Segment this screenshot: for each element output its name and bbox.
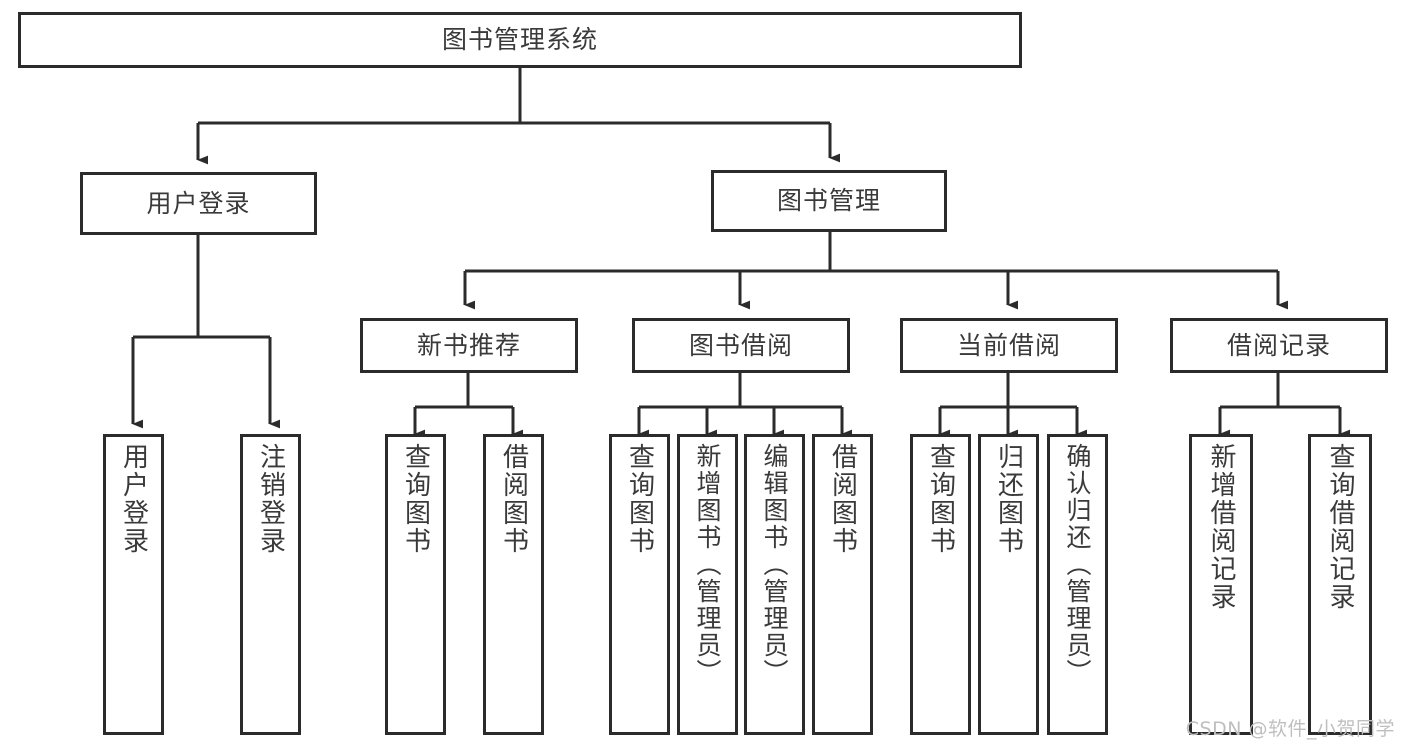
node-leaf-query-book-recommend[interactable]: 查询图书	[385, 434, 446, 735]
node-leaf-return-book[interactable]: 归还图书	[978, 434, 1039, 735]
node-root-system[interactable]: 图书管理系统	[18, 12, 1022, 68]
node-label: 借阅记录	[1226, 330, 1331, 360]
node-label: 归还图书	[993, 443, 1024, 555]
node-label: 确认归还（管理员）	[1063, 443, 1092, 686]
node-label: 借阅图书	[827, 443, 858, 555]
node-leaf-query-book-current[interactable]: 查询图书	[910, 434, 971, 735]
node-leaf-add-borrow-record[interactable]: 新增借阅记录	[1189, 434, 1253, 735]
node-label: 用户登录	[146, 188, 251, 218]
node-label: 查询图书	[624, 443, 655, 555]
node-label: 查询图书	[925, 443, 956, 555]
node-current-borrow[interactable]: 当前借阅	[900, 318, 1118, 373]
node-label: 图书管理	[776, 186, 881, 216]
node-label: 图书借阅	[688, 330, 793, 360]
node-book-borrow[interactable]: 图书借阅	[632, 318, 850, 373]
node-leaf-query-borrow-record[interactable]: 查询借阅记录	[1308, 434, 1372, 735]
node-leaf-query-book-borrow[interactable]: 查询图书	[609, 434, 670, 735]
node-label: 借阅图书	[498, 443, 529, 555]
node-label: 新增图书（管理员）	[693, 443, 722, 686]
node-leaf-borrow-book[interactable]: 借阅图书	[812, 434, 873, 735]
node-borrow-record[interactable]: 借阅记录	[1170, 318, 1388, 373]
node-user-login[interactable]: 用户登录	[80, 172, 317, 235]
node-leaf-user-login[interactable]: 用户登录	[103, 434, 164, 735]
node-label: 查询借阅记录	[1325, 443, 1355, 611]
node-label: 查询图书	[400, 443, 431, 555]
node-label: 新书推荐	[416, 330, 521, 360]
node-leaf-logout[interactable]: 注销登录	[240, 434, 301, 735]
node-label: 注销登录	[255, 443, 286, 555]
node-label: 用户登录	[118, 443, 149, 555]
node-new-book-recommend[interactable]: 新书推荐	[360, 318, 578, 373]
node-label: 图书管理系统	[441, 25, 598, 55]
node-label: 编辑图书（管理员）	[760, 443, 789, 686]
node-label: 新增借阅记录	[1206, 443, 1236, 611]
node-leaf-borrow-book-recommend[interactable]: 借阅图书	[483, 434, 544, 735]
node-leaf-confirm-return-admin[interactable]: 确认归还（管理员）	[1047, 434, 1108, 735]
node-leaf-add-book-admin[interactable]: 新增图书（管理员）	[677, 434, 738, 735]
node-leaf-edit-book-admin[interactable]: 编辑图书（管理员）	[744, 434, 805, 735]
node-book-management[interactable]: 图书管理	[711, 170, 947, 232]
node-label: 当前借阅	[956, 330, 1061, 360]
